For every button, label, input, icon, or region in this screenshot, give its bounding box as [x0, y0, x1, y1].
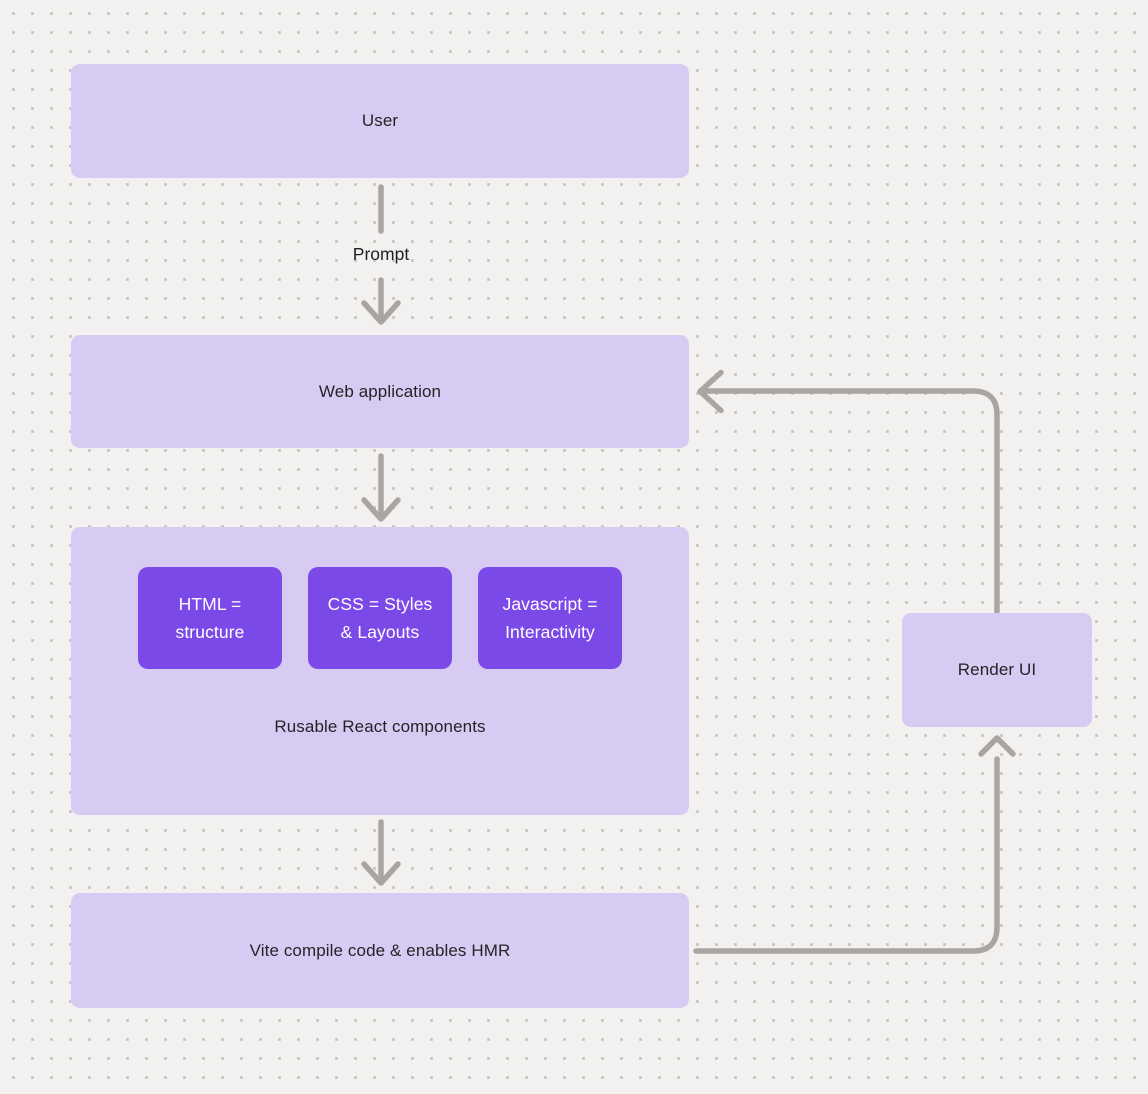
node-javascript-line1: Javascript = [502, 594, 598, 614]
node-javascript-line2: Interactivity [505, 622, 595, 642]
node-web-application: Web application [71, 335, 689, 448]
node-html-line2: structure [175, 622, 245, 642]
node-css-line1: CSS = Styles [327, 594, 433, 614]
node-vite-label: Vite compile code & enables HMR [249, 940, 511, 960]
components-group-caption: Rusable React components [274, 717, 486, 736]
node-css-line2: & Layouts [340, 622, 420, 642]
node-render-ui: Render UI [902, 613, 1092, 727]
arrow-render-ui-to-webapp [697, 369, 1000, 615]
node-html-line1: HTML = [178, 594, 242, 614]
arrow-components-to-vite [361, 819, 401, 886]
node-user-label: User [361, 111, 399, 130]
node-css: CSS = Styles & Layouts [308, 567, 452, 669]
node-web-application-label: Web application [318, 381, 442, 401]
node-javascript: Javascript = Interactivity [478, 567, 622, 669]
node-render-ui-label: Render UI [957, 660, 1037, 679]
node-components-group: HTML = structure CSS = Styles & Layouts … [71, 527, 689, 815]
arrow-webapp-to-components [361, 453, 401, 522]
edge-label-prompt: Prompt [352, 244, 410, 264]
node-html: HTML = structure [138, 567, 282, 669]
arrow-vite-to-render-ui [693, 735, 1016, 954]
node-user: User [71, 64, 689, 178]
node-vite: Vite compile code & enables HMR [71, 893, 689, 1008]
